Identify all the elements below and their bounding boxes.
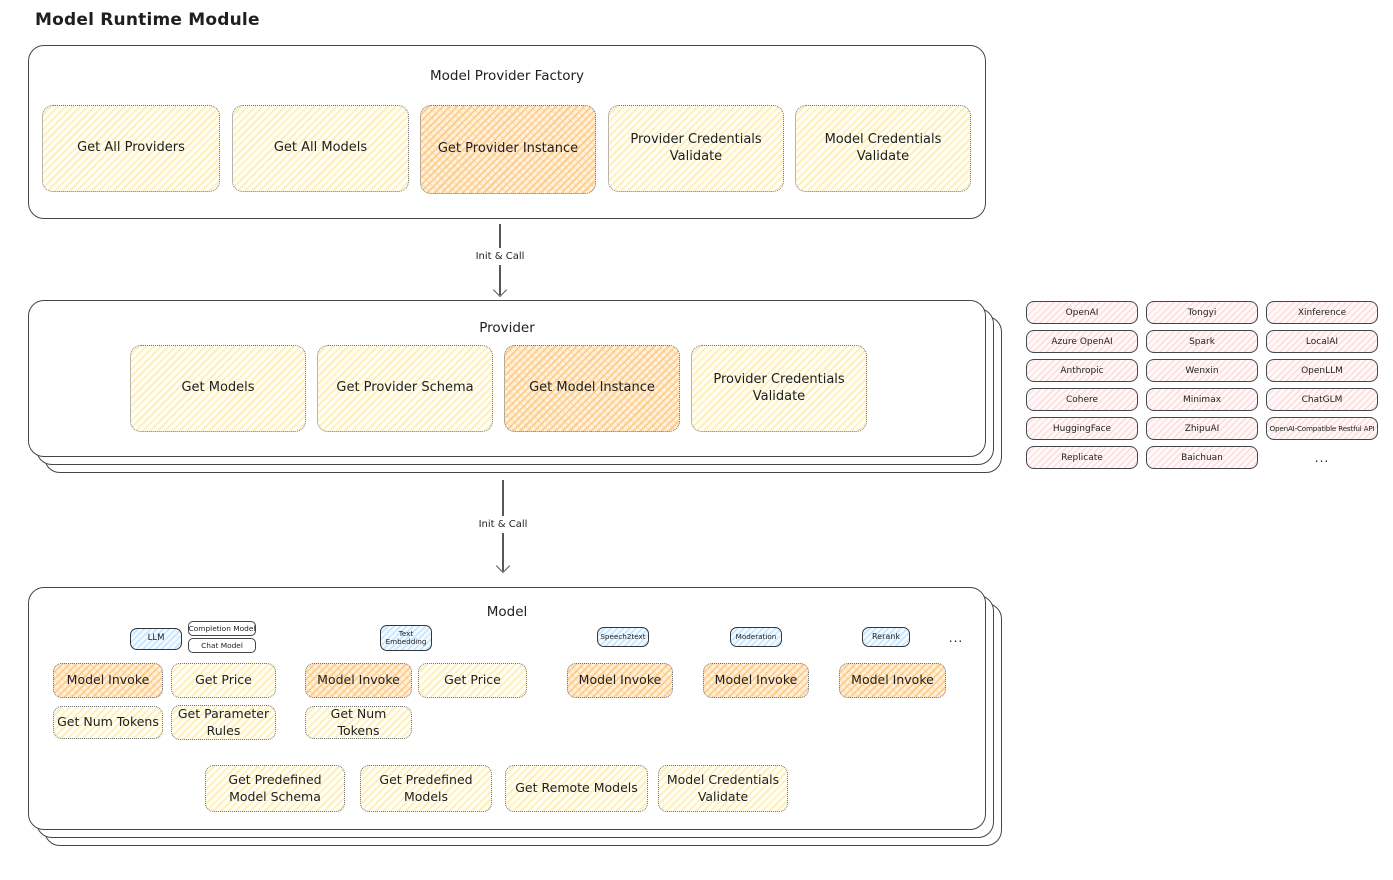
arrow-label: Init & Call [478,519,528,530]
provider-pill-replicate: Replicate [1026,446,1138,469]
model-type-tag-completion-model: Completion Model [188,621,256,636]
arrowhead-down-icon [495,558,511,574]
model-type-tag-moderation: Moderation [730,627,782,647]
model-fn-get-predefined-model-schema: Get Predefined Model Schema [205,765,345,812]
factory-item-get-provider-instance: Get Provider Instance [420,105,596,194]
provider-pill-chatglm: ChatGLM [1266,388,1378,411]
model-fn-get-remote-models: Get Remote Models [505,765,648,812]
model-type-tag-chat-model: Chat Model [188,638,256,653]
provider-item-get-model-instance: Get Model Instance [504,345,680,432]
provider-pill-openllm: OpenLLM [1266,359,1378,382]
provider-catalog-more: ... [1314,450,1330,465]
model-types-more: ... [948,630,964,645]
provider-pill-huggingface: HuggingFace [1026,417,1138,440]
provider-item-get-provider-schema: Get Provider Schema [317,345,493,432]
arrowhead-down-icon [492,282,508,298]
factory-title: Model Provider Factory [429,68,584,84]
provider-catalog-column-1: OpenAI Azure OpenAI Anthropic Cohere Hug… [1026,301,1138,469]
arrow-label: Init & Call [475,251,525,262]
arrow-line [502,480,504,516]
model-fn-model-credentials-validate: Model Credentials Validate [658,765,788,812]
model-type-tag-text-embedding: Text Embedding [380,625,432,651]
provider-pill-openai-compatible: OpenAI-Compatible Restful API [1266,417,1378,440]
model-fn-get-predefined-models: Get Predefined Models [360,765,492,812]
provider-pill-zhipuai: ZhipuAI [1146,417,1258,440]
provider-pill-localai: LocalAI [1266,330,1378,353]
page-title: Model Runtime Module [35,10,260,30]
model-type-tag-rerank: Rerank [862,627,910,647]
model-fn-llm-get-parameter-rules: Get Parameter Rules [171,705,276,740]
model-fn-llm-get-price: Get Price [171,663,276,698]
arrow-line [502,533,504,571]
provider-item-get-models: Get Models [130,345,306,432]
model-title: Model [486,604,528,620]
provider-pill-anthropic: Anthropic [1026,359,1138,382]
arrow-line [499,224,501,248]
provider-pill-openai: OpenAI [1026,301,1138,324]
factory-item-provider-credentials-validate: Provider Credentials Validate [608,105,784,192]
model-type-tag-llm: LLM [130,628,182,650]
provider-catalog-column-3: Xinference LocalAI OpenLLM ChatGLM OpenA… [1266,301,1378,469]
model-fn-embedding-get-price: Get Price [418,663,527,698]
provider-catalog-column-2: Tongyi Spark Wenxin Minimax ZhipuAI Baic… [1146,301,1258,469]
provider-item-provider-credentials-validate: Provider Credentials Validate [691,345,867,432]
model-type-tag-speech2text: Speech2text [597,627,649,647]
factory-item-model-credentials-validate: Model Credentials Validate [795,105,971,192]
provider-pill-azure-openai: Azure OpenAI [1026,330,1138,353]
provider-pill-minimax: Minimax [1146,388,1258,411]
factory-item-get-all-providers: Get All Providers [42,105,220,192]
provider-pill-wenxin: Wenxin [1146,359,1258,382]
model-fn-embedding-model-invoke: Model Invoke [305,663,412,698]
provider-pill-cohere: Cohere [1026,388,1138,411]
arrow-provider-to-model: Init & Call [471,480,535,574]
model-fn-rerank-model-invoke: Model Invoke [839,663,946,698]
model-fn-moderation-model-invoke: Model Invoke [703,663,809,698]
provider-pill-spark: Spark [1146,330,1258,353]
model-fn-speech2text-model-invoke: Model Invoke [567,663,673,698]
provider-pill-xinference: Xinference [1266,301,1378,324]
provider-title: Provider [479,320,535,336]
model-fn-llm-model-invoke: Model Invoke [53,663,163,698]
provider-pill-baichuan: Baichuan [1146,446,1258,469]
model-fn-llm-get-num-tokens: Get Num Tokens [53,706,163,739]
arrow-line [499,265,501,295]
arrow-factory-to-provider: Init & Call [468,224,532,298]
factory-item-get-all-models: Get All Models [232,105,409,192]
model-fn-embedding-get-num-tokens: Get Num Tokens [305,706,412,739]
provider-pill-tongyi: Tongyi [1146,301,1258,324]
